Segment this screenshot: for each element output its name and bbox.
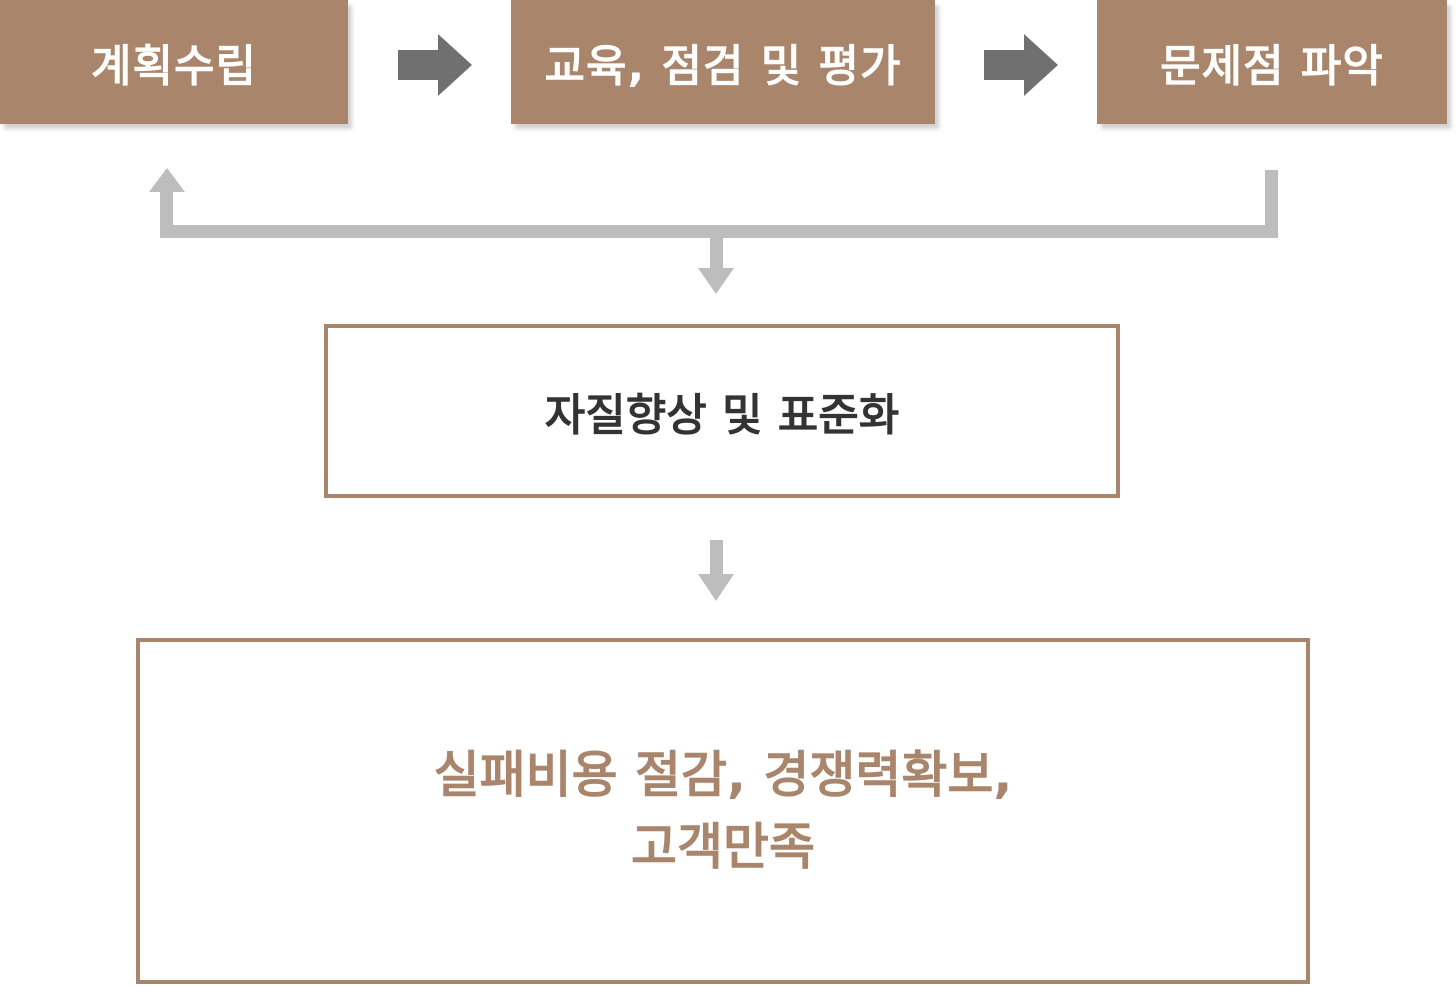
result-box: 실패비용 절감, 경쟁력확보, 고객만족 <box>136 638 1310 984</box>
standardization-label: 자질향상 및 표준화 <box>544 390 900 441</box>
up-arrow-icon <box>149 168 185 192</box>
right-arrow-icon <box>398 34 472 96</box>
down-arrow-icon <box>698 238 734 294</box>
standardization-box: 자질향상 및 표준화 <box>324 324 1120 498</box>
step-training-inspection: 교육, 점검 및 평가 <box>511 0 935 124</box>
right-arrow-icon <box>984 34 1058 96</box>
down-arrow-icon <box>698 540 734 601</box>
feedback-loop-line <box>160 170 1278 238</box>
result-text: 실패비용 절감, 경쟁력확보, 고객만족 <box>434 739 1013 883</box>
result-line-1: 실패비용 절감, 경쟁력확보, <box>433 746 1013 804</box>
step-training-label: 교육, 점검 및 평가 <box>544 41 902 92</box>
step-plan-label: 계획수립 <box>91 41 257 92</box>
step-problem-identification: 문제점 파악 <box>1097 0 1447 124</box>
step-problem-label: 문제점 파악 <box>1160 41 1384 92</box>
result-line-2: 고객만족 <box>631 818 815 876</box>
step-plan: 계획수립 <box>0 0 348 124</box>
